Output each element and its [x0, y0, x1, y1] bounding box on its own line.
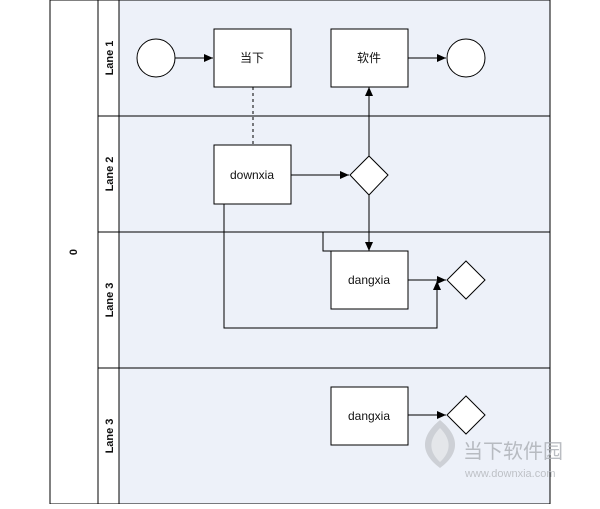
lane-3-label: Lane 3	[104, 283, 116, 318]
edge-downxia-loop[interactable]	[223, 204, 441, 329]
lane-4-label: Lane 3	[104, 419, 116, 454]
watermark-logo-icon	[424, 420, 456, 468]
task-ruanjian[interactable]: 软件	[330, 28, 409, 88]
edge-lane3-connector[interactable]	[322, 232, 331, 252]
watermark-name: 当下软件园	[463, 439, 563, 463]
task-ruanjian-label: 软件	[357, 51, 381, 65]
gateway-lane3[interactable]	[446, 260, 486, 300]
task-dangxia-cn[interactable]: 当下	[213, 28, 292, 88]
lane-3[interactable]: Lane 3	[97, 231, 551, 369]
pool-header	[49, 0, 99, 505]
watermark-url: www.downxia.com	[464, 468, 555, 480]
task-dangxia-lane4[interactable]: dangxia	[330, 386, 409, 446]
lane-2-label: Lane 2	[104, 157, 116, 192]
task-dangxia-lane3-label: dangxia	[348, 273, 390, 287]
watermark: 当下软件园 www.downxia.com	[424, 420, 563, 480]
task-downxia-label: downxia	[230, 168, 274, 182]
gateway-lane4[interactable]	[446, 395, 486, 435]
task-dangxia-lane3[interactable]: dangxia	[330, 250, 409, 310]
lane-1-label: Lane 1	[104, 41, 116, 76]
gateway-lane2[interactable]	[349, 155, 389, 196]
lane-2[interactable]: Lane 2	[97, 115, 551, 233]
task-downxia[interactable]: downxia	[213, 144, 292, 205]
lane-4[interactable]: Lane 3	[97, 367, 551, 505]
end-event[interactable]	[446, 38, 486, 78]
pool-label: 0	[68, 249, 80, 255]
task-dangxia-lane4-label: dangxia	[348, 409, 390, 423]
task-dangxia-cn-label: 当下	[240, 51, 264, 65]
start-event[interactable]	[136, 38, 176, 78]
